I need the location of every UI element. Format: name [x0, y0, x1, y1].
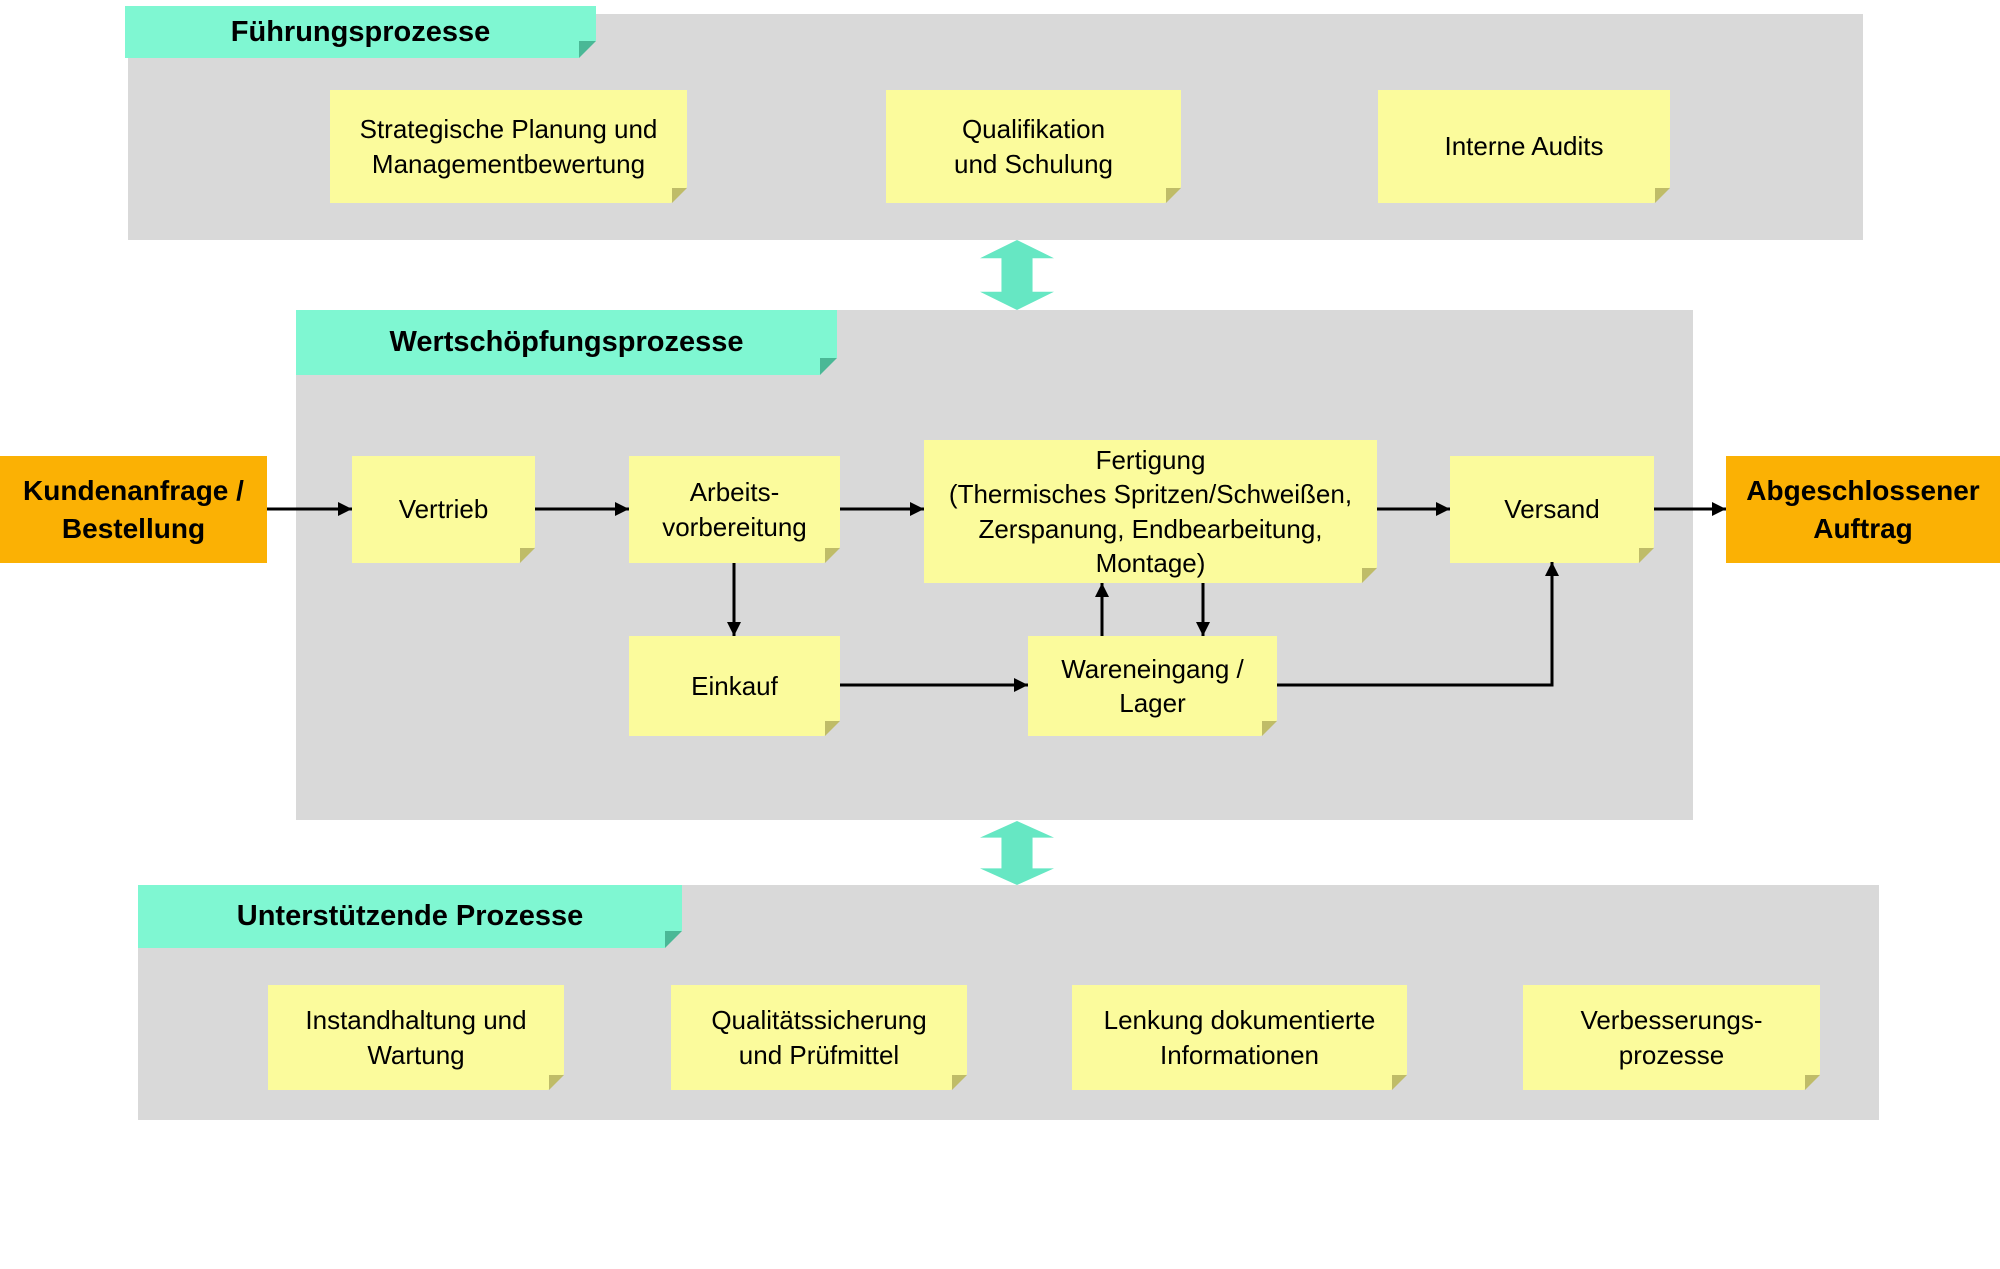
section-header-value: Wertschöpfungsprozesse: [296, 310, 837, 375]
process-note-strategische-planung: Strategische Planung und Managementbewer…: [330, 90, 687, 203]
section-header-leadership-label: Führungsprozesse: [230, 15, 491, 48]
folded-corner-icon: [1262, 721, 1277, 736]
folded-corner-icon: [825, 548, 840, 563]
folded-corner-icon: [549, 1075, 564, 1090]
step-label: Versand: [1504, 494, 1600, 525]
folded-corner-icon: [820, 358, 837, 375]
process-step-arbeitsvorbereitung: Arbeits- vorbereitung: [629, 456, 840, 563]
folded-corner-icon: [520, 548, 535, 563]
folded-corner-icon: [1639, 548, 1654, 563]
process-step-vertrieb: Vertrieb: [352, 456, 535, 563]
process-note-lenkung-dokumentierte-informationen: Lenkung dokumentierte Informationen: [1072, 985, 1407, 1090]
endpoint-label: Kundenanfrage / Bestellung: [23, 474, 244, 544]
step-label: Einkauf: [691, 670, 778, 701]
process-step-fertigung: Fertigung (Thermisches Spritzen/Schweiße…: [924, 440, 1377, 583]
process-note-qualifikation: Qualifikation und Schulung: [886, 90, 1181, 203]
process-note-instandhaltung: Instandhaltung und Wartung: [268, 985, 564, 1090]
output-endpoint-abgeschlossener-auftrag: Abgeschlossener Auftrag: [1726, 456, 2000, 563]
folded-corner-icon: [1392, 1075, 1407, 1090]
section-header-value-label: Wertschöpfungsprozesse: [389, 326, 744, 358]
folded-corner-icon: [579, 41, 596, 58]
up-down-arrow-icon: [980, 240, 1054, 310]
note-label: Interne Audits: [1444, 131, 1604, 162]
note-label: Strategische Planung und Managementbewer…: [359, 114, 658, 179]
process-note-qualitaetssicherung: Qualitätssicherung und Prüfmittel: [671, 985, 967, 1090]
folded-corner-icon: [952, 1075, 967, 1090]
step-label: Wareneingang / Lager: [1061, 653, 1244, 718]
process-note-verbesserungsprozesse: Verbesserungs- prozesse: [1523, 985, 1820, 1090]
section-header-leadership: Führungsprozesse: [125, 6, 596, 58]
step-label: Fertigung (Thermisches Spritzen/Schweiße…: [948, 444, 1353, 578]
step-label: Vertrieb: [398, 494, 489, 525]
process-step-einkauf: Einkauf: [629, 636, 840, 736]
process-note-interne-audits: Interne Audits: [1378, 90, 1670, 203]
note-label: Qualitätssicherung und Prüfmittel: [711, 1005, 927, 1070]
note-label: Qualifikation und Schulung: [953, 114, 1114, 179]
note-label: Verbesserungs- prozesse: [1580, 1005, 1763, 1070]
folded-corner-icon: [1362, 568, 1377, 583]
input-endpoint-kundenanfrage: Kundenanfrage / Bestellung: [0, 456, 267, 563]
process-step-versand: Versand: [1450, 456, 1654, 563]
folded-corner-icon: [825, 721, 840, 736]
folded-corner-icon: [672, 188, 687, 203]
note-label: Lenkung dokumentierte Informationen: [1103, 1005, 1376, 1070]
section-header-support: Unterstützende Prozesse: [138, 885, 682, 948]
folded-corner-icon: [1655, 188, 1670, 203]
endpoint-label: Abgeschlossener Auftrag: [1746, 474, 1980, 544]
folded-corner-icon: [665, 931, 682, 948]
step-label: Arbeits- vorbereitung: [662, 477, 807, 542]
note-label: Instandhaltung und Wartung: [305, 1005, 527, 1070]
section-header-support-label: Unterstützende Prozesse: [236, 900, 584, 932]
folded-corner-icon: [1805, 1075, 1820, 1090]
folded-corner-icon: [1166, 188, 1181, 203]
up-down-arrow-icon: [980, 821, 1054, 885]
process-step-wareneingang-lager: Wareneingang / Lager: [1028, 636, 1277, 736]
